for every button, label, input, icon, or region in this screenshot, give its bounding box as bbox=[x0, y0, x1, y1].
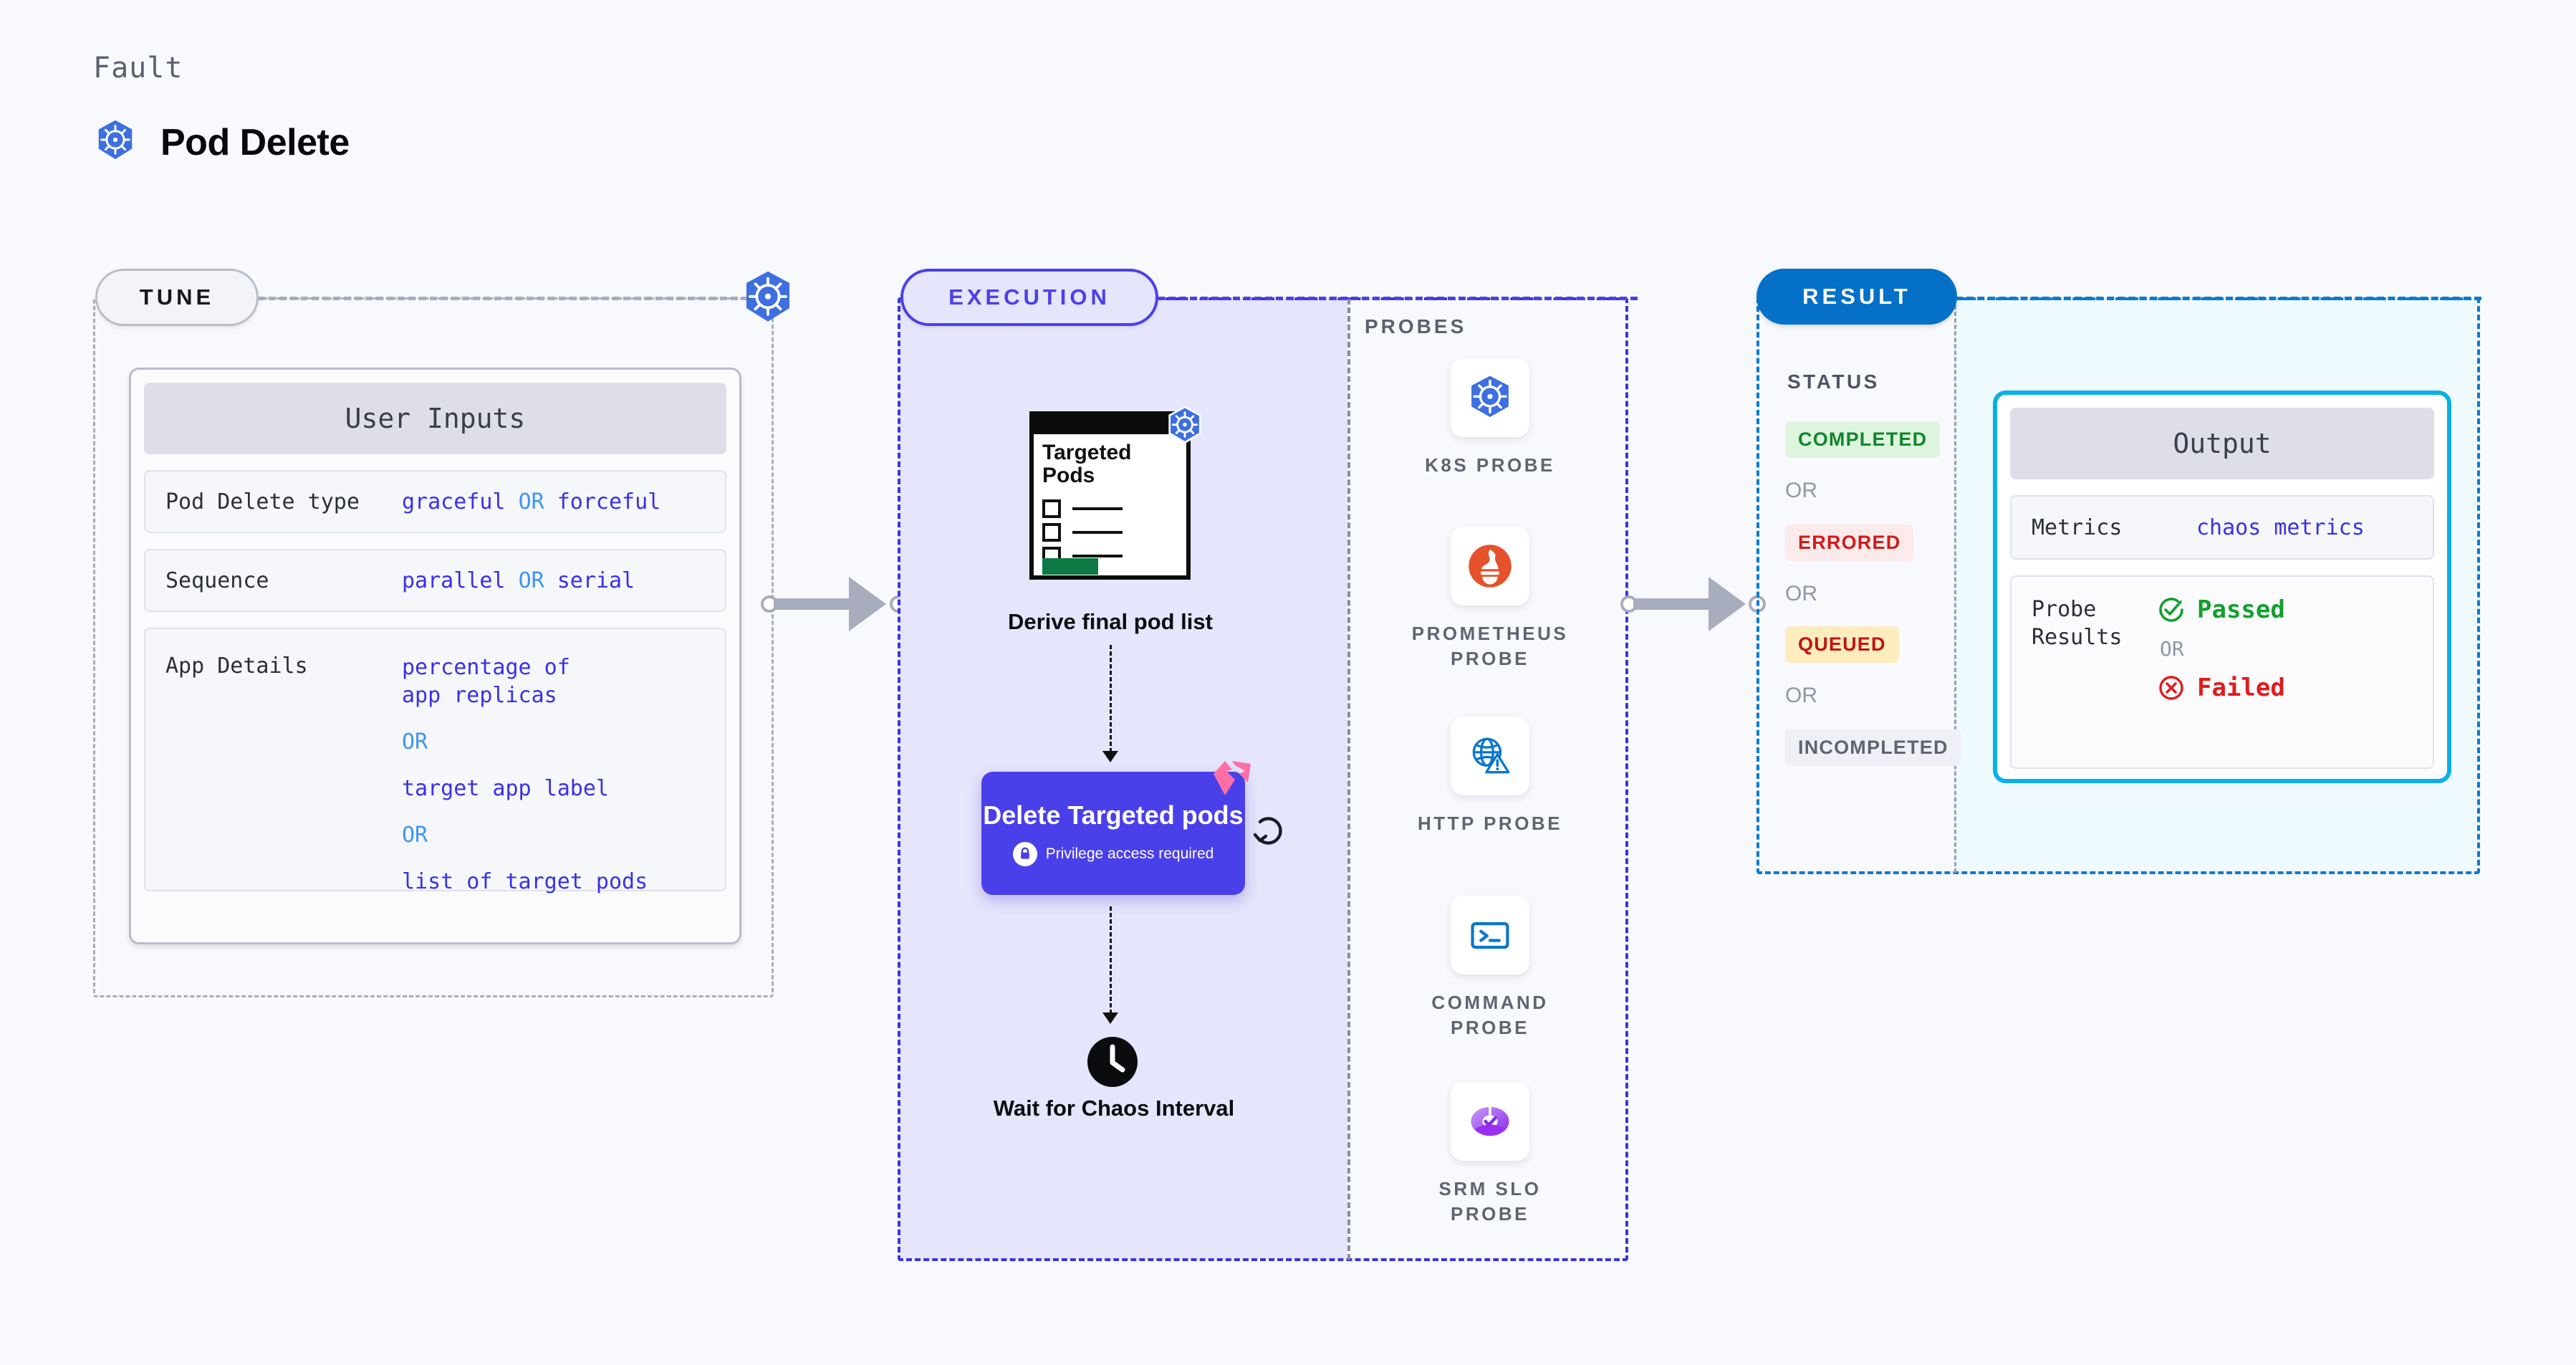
probe-results-key: Probe Results bbox=[2032, 597, 2123, 650]
kubernetes-icon bbox=[1164, 405, 1206, 446]
result-connector-line bbox=[1956, 297, 2481, 300]
fault-eyebrow-label: Fault bbox=[93, 52, 183, 85]
probe-result-passed: Passed bbox=[2157, 595, 2285, 624]
loop-refresh-icon bbox=[1250, 811, 1289, 850]
chaos-ribbon-icon bbox=[1211, 758, 1255, 798]
status-badge-incompleted: INCOMPLETED bbox=[1785, 729, 1961, 766]
targeted-pods-titlebar bbox=[1029, 411, 1191, 434]
delete-targeted-pods-node[interactable]: Delete Targeted pods Privilege access re… bbox=[981, 772, 1245, 895]
probe-item-command[interactable]: COMMAND PROBE bbox=[1400, 896, 1580, 1040]
app-details-key: App Details bbox=[165, 653, 308, 679]
globe-warning-icon bbox=[1451, 717, 1529, 795]
status-badge-errored: ERRORED bbox=[1785, 525, 1914, 561]
list-item bbox=[1042, 523, 1123, 542]
table-row[interactable]: Pod Delete type graceful OR forceful bbox=[144, 470, 726, 533]
flow-arrow-head bbox=[1102, 751, 1118, 762]
status-separator: OR bbox=[1785, 684, 1817, 707]
kubernetes-icon bbox=[93, 118, 138, 166]
status-badge-completed: COMPLETED bbox=[1785, 421, 1941, 458]
check-circle-icon bbox=[2159, 598, 2183, 622]
probe-label: SRM SLO PROBE bbox=[1438, 1178, 1542, 1225]
metrics-row[interactable]: Metrics chaos metrics bbox=[2010, 495, 2434, 560]
output-card-title: Output bbox=[2010, 408, 2434, 479]
probe-item-srm-slo[interactable]: SRM SLO PROBE bbox=[1400, 1082, 1580, 1227]
execution-connector-line bbox=[1158, 297, 1638, 300]
result-pill-label[interactable]: RESULT bbox=[1756, 269, 1957, 325]
app-details-value: percentage of app replicas OR target app… bbox=[402, 655, 648, 894]
probe-results-row[interactable]: Probe Results Passed OR Failed bbox=[2010, 575, 2434, 769]
connector-arrow-head bbox=[849, 577, 886, 631]
execution-pill-label[interactable]: EXECUTION bbox=[900, 269, 1158, 326]
tune-pill-label[interactable]: TUNE bbox=[95, 269, 259, 326]
user-inputs-card: User Inputs Pod Delete type graceful OR … bbox=[129, 368, 741, 944]
status-section-label: STATUS bbox=[1787, 370, 1880, 393]
table-row[interactable]: App Details percentage of app replicas O… bbox=[144, 628, 726, 894]
delete-targeted-pods-title: Delete Targeted pods bbox=[983, 800, 1244, 830]
flow-arrow-head bbox=[1102, 1012, 1118, 1024]
user-inputs-card-title: User Inputs bbox=[144, 383, 726, 454]
kubernetes-icon bbox=[1451, 358, 1529, 437]
clock-icon bbox=[1085, 1034, 1140, 1090]
privilege-access-note: Privilege access required bbox=[1012, 842, 1214, 867]
progress-bar bbox=[1042, 558, 1098, 575]
fault-title-row: Pod Delete bbox=[93, 118, 350, 166]
output-card: Output Metrics chaos metrics Probe Resul… bbox=[1993, 391, 2451, 783]
kubernetes-icon bbox=[739, 269, 797, 326]
probe-item-k8s[interactable]: K8S PROBE bbox=[1400, 358, 1580, 478]
derive-final-pod-list-label: Derive final pod list bbox=[1008, 609, 1213, 634]
probe-label: K8S PROBE bbox=[1425, 454, 1555, 476]
probe-label: PROMETHEUS PROBE bbox=[1411, 623, 1569, 670]
flow-arrow bbox=[1110, 906, 1112, 1014]
connector-arrow-head bbox=[1708, 577, 1746, 631]
srm-slo-icon bbox=[1451, 1082, 1529, 1161]
status-badge-queued: QUEUED bbox=[1785, 626, 1899, 663]
table-row[interactable]: Sequence parallel OR serial bbox=[144, 549, 726, 612]
checkbox-icon bbox=[1042, 523, 1061, 542]
prometheus-icon bbox=[1451, 527, 1529, 605]
metrics-key: Metrics bbox=[2032, 514, 2123, 540]
sequence-value: parallel OR serial bbox=[402, 567, 635, 593]
page-title: Pod Delete bbox=[160, 121, 350, 163]
status-separator: OR bbox=[1785, 479, 1817, 502]
result-status-divider bbox=[1954, 299, 1956, 873]
status-separator: OR bbox=[1785, 582, 1817, 605]
list-item bbox=[1042, 499, 1123, 518]
wait-for-chaos-interval-label: Wait for Chaos Interval bbox=[993, 1096, 1235, 1121]
probe-results-value: Passed OR Failed bbox=[2157, 595, 2285, 749]
checkbox-icon bbox=[1042, 499, 1061, 518]
probes-section-label: PROBES bbox=[1365, 315, 1467, 337]
probe-label: HTTP PROBE bbox=[1417, 813, 1563, 834]
terminal-icon bbox=[1451, 896, 1529, 974]
flow-arrow bbox=[1110, 645, 1112, 752]
probe-results-separator: OR bbox=[2160, 637, 2184, 661]
lock-icon bbox=[1012, 842, 1037, 867]
metrics-value: chaos metrics bbox=[2196, 514, 2365, 540]
probe-label: COMMAND PROBE bbox=[1431, 992, 1549, 1039]
sequence-key: Sequence bbox=[165, 567, 269, 593]
probes-divider bbox=[1347, 299, 1350, 1260]
pod-delete-type-value: graceful OR forceful bbox=[402, 489, 661, 514]
targeted-pods-title: Targeted Pods bbox=[1042, 441, 1132, 488]
probe-item-prometheus[interactable]: PROMETHEUS PROBE bbox=[1400, 527, 1580, 671]
probe-result-failed: Failed bbox=[2157, 674, 2285, 702]
probe-item-http[interactable]: HTTP PROBE bbox=[1400, 717, 1580, 836]
privilege-access-label: Privilege access required bbox=[1045, 846, 1214, 863]
x-circle-icon bbox=[2159, 676, 2183, 700]
pod-delete-type-key: Pod Delete type bbox=[165, 489, 360, 514]
tune-connector-line bbox=[258, 297, 759, 300]
